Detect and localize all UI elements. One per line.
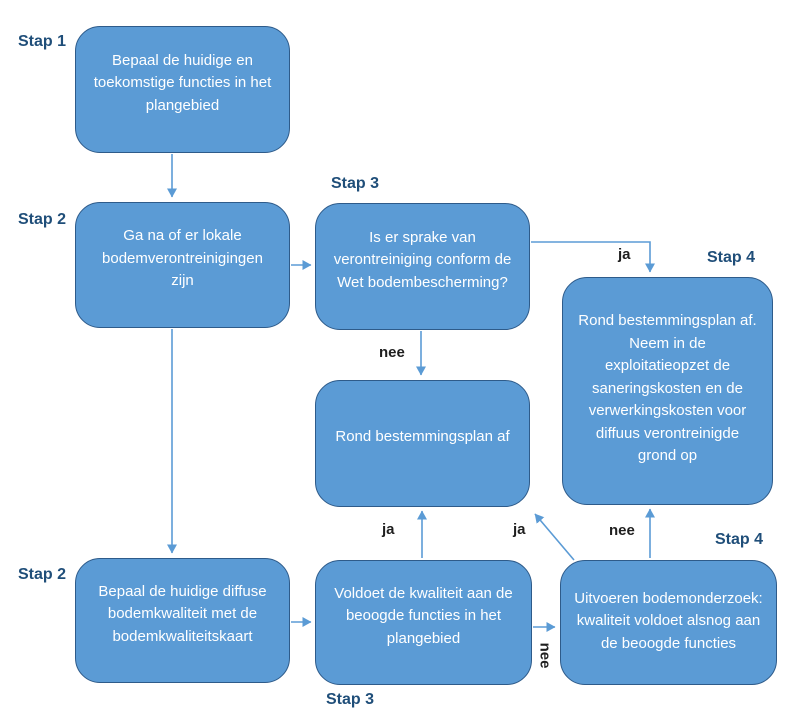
arrow-step3-to-step4-ja [531,241,655,273]
flow-label-ja-onderzoek-to-rondaf: ja [513,521,526,538]
box-step1-functies: Bepaal de huidige en toekomstige functie… [75,26,290,153]
box-step3-wbb-text: Is er sprake van verontreiniging conform… [333,228,512,291]
box-rond-af: Rond bestemmingsplan af [315,380,530,507]
step-label-stap4b: Stap 4 [715,531,764,548]
box-step4-onderzoek: Uitvoeren bodemonderzoek: kwaliteit vold… [560,560,777,685]
flow-label-nee-onderzoek-to-step4: nee [609,522,635,539]
flow-label-ja-voldoet-to-rondaf: ja [382,521,395,538]
box-step2-lokaal-text: Ga na of er lokale bodemverontreiniginge… [102,227,263,290]
flow-label-nee-voldoet-to-onderzoek: nee [536,642,554,669]
box-rond-af-text: Rond bestemmingsplan af [335,428,510,446]
flow-label-nee-step3-to-rondaf: nee [379,344,405,361]
box-step1-text: Bepaal de huidige en toekomstige functie… [93,51,272,114]
box-step2-diffuus-text: Bepaal de huidige diffuse bodemkwaliteit… [98,582,267,645]
step-label-stap3b: Stap 3 [326,691,375,708]
flow-label-ja-step3-to-step4: ja [618,246,631,263]
step-label-stap3a: Stap 3 [331,175,380,192]
box-step3-voldoet: Voldoet de kwaliteit aan de beoogde func… [315,560,532,685]
arrow-step4b-to-rondaf-ja [534,513,575,561]
step-label-stap2b: Stap 2 [18,566,67,583]
box-step3-wbb: Is er sprake van verontreiniging conform… [315,203,530,330]
step-label-stap1: Stap 1 [18,33,67,50]
step-label-stap2a: Stap 2 [18,211,67,228]
box-step4-onderzoek-text: Uitvoeren bodemonderzoek: kwaliteit vold… [574,589,763,652]
box-step4-afronden-kosten: Rond bestemmingsplan af. Neem in de expl… [562,277,773,505]
box-step2-diffuus: Bepaal de huidige diffuse bodemkwaliteit… [75,558,290,683]
box-step4-afronden-kosten-text: Rond bestemmingsplan af. Neem in de expl… [578,312,757,465]
box-step2-lokaal: Ga na of er lokale bodemverontreiniginge… [75,202,290,328]
box-step3-voldoet-text: Voldoet de kwaliteit aan de beoogde func… [334,584,513,647]
step-label-stap4a: Stap 4 [707,249,756,266]
